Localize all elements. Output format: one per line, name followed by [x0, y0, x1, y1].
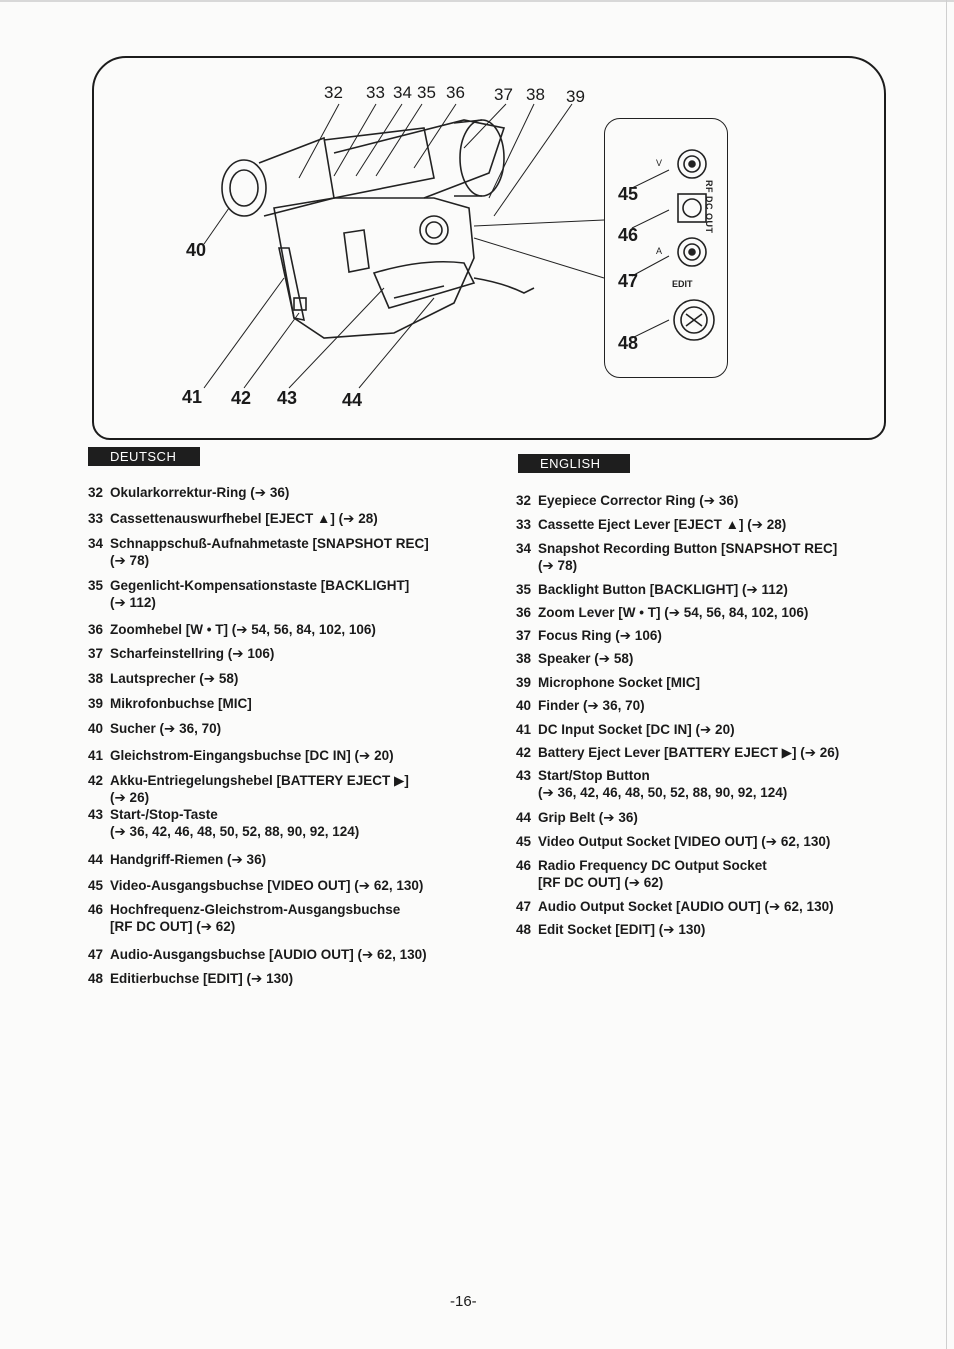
callout-33: 33	[366, 83, 385, 102]
eyepiece-shape	[221, 159, 267, 217]
panel-label-rf-dc-out: RF DC OUT	[704, 180, 714, 234]
grip-belt-shape	[372, 260, 476, 309]
callout-37: 37	[494, 85, 513, 104]
edit-socket-shape	[673, 299, 715, 341]
camcorder-drawing	[203, 103, 715, 389]
rf-dc-out-socket-shape	[677, 193, 707, 223]
panel-label-v: V	[656, 158, 663, 168]
callout-32: 32	[324, 83, 343, 102]
page-top-edge	[0, 0, 954, 2]
callout-46: 46	[618, 225, 639, 245]
callout-39: 39	[566, 87, 585, 106]
panel-label-edit: EDIT	[672, 279, 693, 289]
dc-in-shape	[293, 297, 307, 311]
lens-barrel-shape	[459, 119, 505, 197]
page-number: -16-	[450, 1293, 477, 1310]
callout-41: 41	[182, 387, 203, 407]
output-socket-panel	[604, 118, 728, 378]
english-header: ENGLISH	[518, 454, 630, 473]
video-out-socket-shape	[677, 149, 707, 179]
callout-35: 35	[417, 83, 436, 102]
speaker-grill-shape	[419, 215, 449, 245]
callout-34: 34	[393, 83, 412, 102]
page-right-edge	[946, 0, 947, 1349]
callout-38: 38	[526, 85, 545, 104]
panel-label-a: A	[656, 246, 663, 256]
callout-44: 44	[342, 390, 363, 410]
camcorder-figure: 32 33 34 35 36 37 38 39 40 41 42 43 44 4…	[92, 56, 886, 440]
callout-45: 45	[618, 184, 639, 204]
audio-out-socket-shape	[677, 237, 707, 267]
callout-36: 36	[446, 83, 465, 102]
callout-40: 40	[186, 240, 207, 260]
callout-42: 42	[231, 388, 252, 408]
callout-47: 47	[618, 271, 639, 291]
callout-48: 48	[618, 333, 639, 353]
deutsch-header: DEUTSCH	[88, 447, 200, 466]
callout-43: 43	[277, 388, 298, 408]
